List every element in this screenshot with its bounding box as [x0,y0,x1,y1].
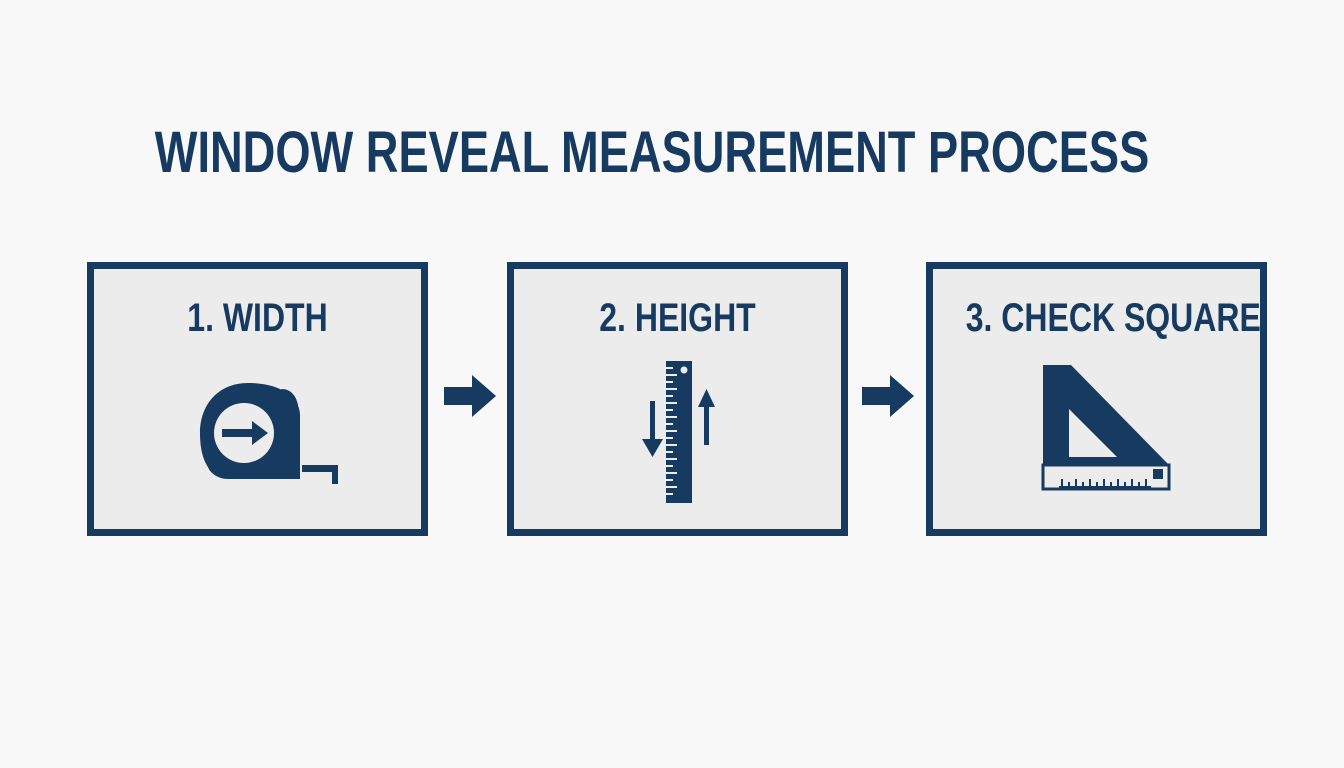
step-height: 2. HEIGHT [507,262,848,536]
set-square-icon [1041,365,1171,491]
diagram-title: WINDOW REVEAL MEASUREMENT PROCESS [154,120,1150,185]
step-label: 3. CHECK SQUARE [965,296,1261,340]
vertical-ruler-icon [642,361,715,503]
step-check-square: 3. CHECK SQUARE [926,262,1267,536]
step-width: 1. WIDTH [87,262,428,536]
tape-measure-icon [200,383,338,484]
step-label: 1. WIDTH [187,296,328,340]
arrow-right-icon [444,375,496,417]
arrow-right-icon [862,375,914,417]
step-label: 2. HEIGHT [599,296,756,340]
